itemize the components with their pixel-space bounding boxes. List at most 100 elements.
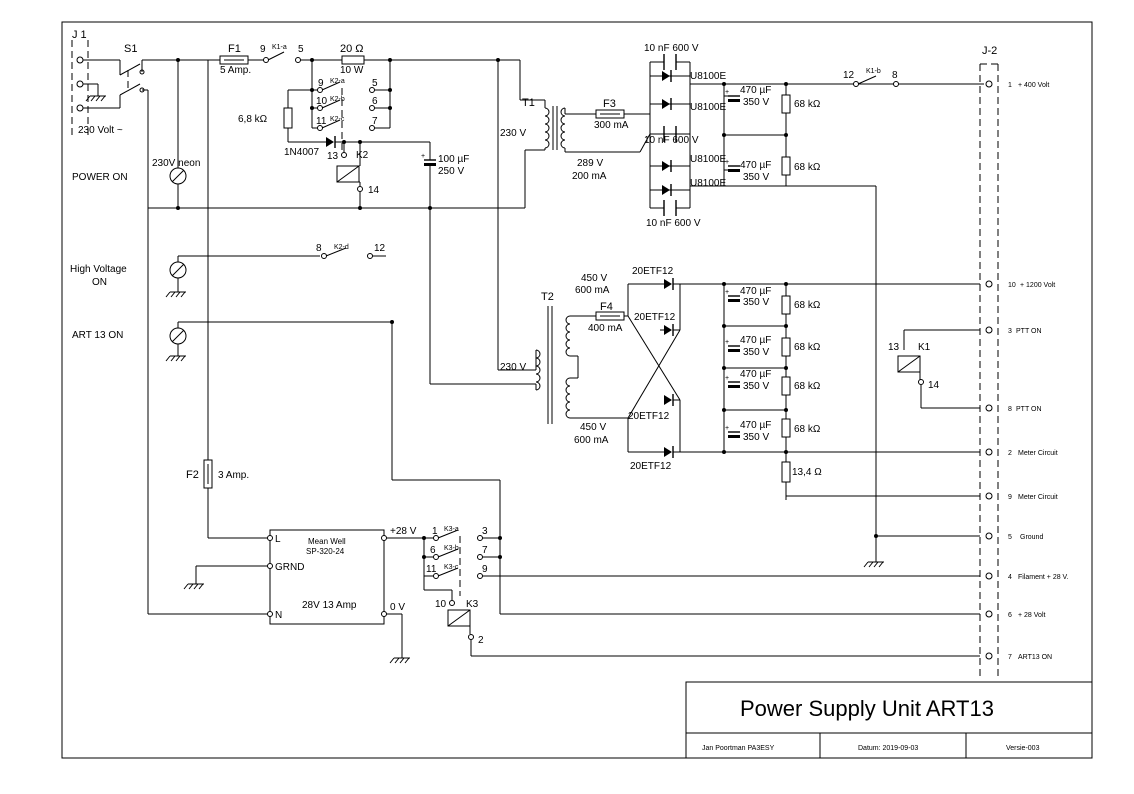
mains-earth: [83, 83, 107, 102]
cap100-value: 100 µF: [438, 154, 469, 165]
cap100-voltage: 250 V: [438, 166, 464, 177]
diode-1n4007: [326, 136, 336, 148]
t2-primary: 230 V: [500, 362, 526, 373]
transformer-t1: [544, 106, 566, 150]
t1-primary: 230 V: [500, 128, 526, 139]
k3a-pin-b: 3: [482, 526, 488, 537]
r6k8-value: 6,8 kΩ: [238, 114, 268, 125]
k2b-pin-b: 6: [372, 96, 378, 107]
t2-sec2-a: 600 mA: [574, 435, 609, 446]
k3c-label: K3-c: [444, 564, 459, 571]
j1-label: J 1: [72, 29, 87, 41]
c470-1-u: 350 V: [743, 97, 769, 108]
r68k-2: 68 kΩ: [794, 162, 821, 173]
k2c-pin-a: 11: [316, 116, 327, 127]
j2-pin-9: 9 Meter Circuit: [985, 492, 1058, 501]
neon-label: 230V neon: [152, 158, 200, 169]
j2-pin-6-label: + 28 Volt: [1018, 612, 1045, 619]
r68k-6: 68 kΩ: [794, 424, 821, 435]
r68k-1: 68 kΩ: [794, 99, 821, 110]
c470-5-u: 350 V: [743, 381, 769, 392]
k2c-label: K2-c: [330, 116, 345, 123]
relay-k2-coil: [336, 165, 360, 183]
psu-model: SP-320-24: [306, 547, 345, 556]
relay-k3-coil: [447, 609, 471, 627]
neon-power-on: [169, 167, 187, 185]
u8100e-1: U8100E: [690, 71, 726, 82]
resistor-20: [341, 55, 365, 65]
k3c-pin-a: 11: [426, 564, 437, 575]
j2-pin-7-label: ART13 ON: [1018, 654, 1052, 661]
j2-pin-6: 6 + 28 Volt: [985, 610, 1045, 619]
c470-3-v: 470 µF: [740, 286, 771, 297]
k3-coil-label: K3: [466, 599, 479, 610]
power-on-label: POWER ON: [72, 172, 128, 183]
t2-sec1-v: 450 V: [581, 273, 607, 284]
title-version: Versie-003: [1006, 745, 1040, 752]
c470-4-v: 470 µF: [740, 335, 771, 346]
psu-pin-n: N: [275, 610, 282, 621]
k2a-label: K2-a: [330, 78, 345, 85]
u8100e-2: U8100E: [690, 102, 726, 113]
j2-pin-2-label: Meter Circuit: [1018, 450, 1058, 457]
c470-4-u: 350 V: [743, 347, 769, 358]
cap10nf-top: 10 nF 600 V: [644, 43, 699, 54]
j2-pin-9-label: Meter Circuit: [1018, 494, 1058, 501]
f3-label: F3: [603, 98, 616, 110]
j2-pin-1-num: 1: [1008, 82, 1012, 89]
k3c-pin-b: 9: [482, 564, 488, 575]
k1a-pin-b: 5: [298, 44, 304, 55]
f4-label: F4: [600, 301, 613, 313]
c470-6-u: 350 V: [743, 432, 769, 443]
t2-label: T2: [541, 291, 554, 303]
k3b-label: K3-b: [444, 545, 459, 552]
title-block: Power Supply Unit ART13 Jan Poortman PA3…: [685, 681, 1093, 759]
k3-coil-pin-top: 10: [435, 599, 447, 610]
psu-out-pos: +28 V: [390, 526, 417, 537]
contacts-k3: [433, 529, 483, 596]
j2-pin-8-label: PTT ON: [1016, 406, 1042, 413]
k2-coil-label: K2: [356, 150, 369, 161]
c470-6-v: 470 µF: [740, 420, 771, 431]
u8100e-3: U8100E: [690, 154, 726, 165]
k3a-pin-a: 1: [432, 526, 438, 537]
relay-k1-coil: [897, 355, 921, 373]
d20etf12-2: 20ETF12: [634, 312, 676, 323]
f1-label: F1: [228, 43, 241, 55]
j2-pin-1: 1 + 400 Volt: [985, 80, 1049, 89]
neon-art13: [165, 327, 187, 362]
f2-label: F2: [186, 469, 199, 481]
k1b-pin-a: 12: [843, 70, 855, 81]
contact-k1b: [853, 75, 899, 87]
r68k-4: 68 kΩ: [794, 342, 821, 353]
j2-pin-6-num: 6: [1008, 612, 1012, 619]
j2-pin-3-label: PTT ON: [1016, 328, 1042, 335]
j2-pin-4-label: Filament + 28 V.: [1018, 574, 1069, 581]
k2a-pin-b: 5: [372, 78, 378, 89]
f4-value: 400 mA: [588, 323, 623, 334]
k2b-pin-a: 10: [316, 96, 328, 107]
j2-pin-5-num: 5: [1008, 534, 1012, 541]
k1a-pin-a: 9: [260, 44, 266, 55]
svg-text:+: +: [421, 153, 425, 160]
j2-pin-3-num: 3: [1008, 328, 1012, 335]
mains-label: 230 Volt ~: [78, 125, 123, 136]
cap-100uf: +: [421, 153, 436, 166]
k2-coil-pin-bottom: 14: [368, 185, 380, 196]
psu-out-neg: 0 V: [390, 602, 405, 613]
r20-power: 10 W: [340, 65, 364, 76]
hv-on-label-1: High Voltage: [70, 264, 127, 275]
j2-pin-5-label: Ground: [1020, 534, 1043, 541]
title-author: Jan Poortman PA3ESY: [702, 745, 775, 752]
j2-pin-3: 3 PTT ON: [985, 326, 1042, 335]
j2-pin-8-num: 8: [1008, 406, 1012, 413]
f1-value: 5 Amp.: [220, 65, 251, 76]
connector-j2: J-2: [979, 45, 999, 680]
j2-pin-4-num: 4: [1008, 574, 1012, 581]
t1-sec-a: 200 mA: [572, 171, 607, 182]
psu-module: [267, 529, 387, 625]
k2d-pin-b: 12: [374, 243, 386, 254]
r68k-3: 68 kΩ: [794, 300, 821, 311]
k1a-label: K1-a: [272, 44, 287, 51]
art13-on-label: ART 13 ON: [72, 330, 123, 341]
